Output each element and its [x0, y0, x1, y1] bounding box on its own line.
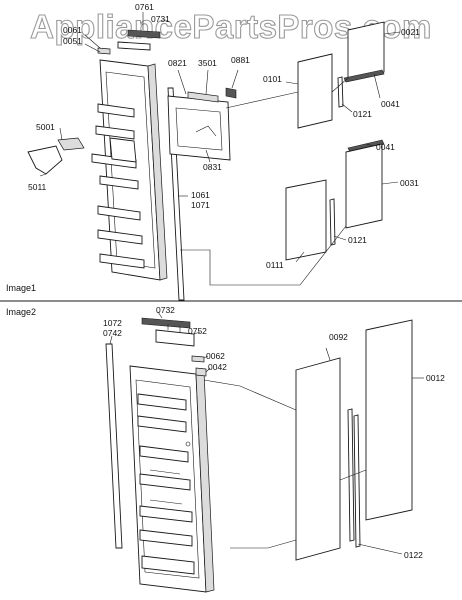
label-0122: 0122 [404, 550, 423, 560]
explosion-line-2 [225, 91, 299, 109]
label-0731: 0731 [151, 14, 170, 24]
part-5001 [57, 137, 85, 151]
part-0122-strip [347, 408, 355, 542]
label-0061: 0061 [63, 25, 82, 35]
label-0042: 0042 [208, 362, 227, 372]
label-0121-b: 0121 [348, 235, 367, 245]
explosion-line-1 [180, 225, 347, 286]
part-0761-hinge [127, 29, 161, 39]
part-5011 [27, 145, 63, 175]
label-0742: 0742 [103, 328, 122, 338]
label-0041-b: 0041 [376, 142, 395, 152]
label-0012: 0012 [426, 373, 445, 383]
label-0062: 0062 [206, 351, 225, 361]
label-0101: 0101 [263, 74, 282, 84]
section-label-image2: Image2 [6, 307, 36, 317]
section-label-image1: Image1 [6, 283, 36, 293]
label-1072: 1072 [103, 318, 122, 328]
part-labels: 0761 0731 0061 0051 0821 3501 0881 0101 … [28, 2, 445, 560]
label-0881: 0881 [231, 55, 250, 65]
explosion-line-5 [230, 539, 297, 549]
label-1061: 1061 [191, 190, 210, 200]
label-0831: 0831 [203, 162, 222, 172]
explosion-line-3 [331, 77, 349, 93]
part-0122-strip-2 [353, 414, 361, 548]
part-0101-panel [297, 53, 333, 129]
part-0061 [97, 47, 111, 55]
part-0012-panel [365, 319, 413, 521]
part-0021-panel [347, 21, 385, 81]
part-0042 [195, 367, 207, 377]
part-0041-trim-2 [347, 139, 385, 153]
label-0111: 0111 [266, 260, 284, 270]
label-0761: 0761 [135, 2, 154, 12]
label-0121-a: 0121 [353, 109, 372, 119]
part-0752-cover [155, 329, 195, 347]
explosion-line-4 [203, 379, 297, 411]
label-1071: 1071 [191, 200, 210, 210]
dispenser-panel [167, 69, 239, 163]
label-0732: 0732 [156, 305, 175, 315]
label-0041-a: 0041 [381, 99, 400, 109]
part-0111-panel [285, 179, 327, 261]
part-0732-hinge [141, 317, 191, 329]
label-0021: 0021 [401, 27, 420, 37]
label-0031: 0031 [400, 178, 419, 188]
label-3501: 3501 [198, 58, 217, 68]
fresh-food-door [129, 365, 215, 593]
part-0121-strip-2 [329, 198, 336, 246]
part-0731-cover [117, 41, 151, 51]
label-0092: 0092 [329, 332, 348, 342]
explosion-line-6 [339, 469, 367, 481]
label-5011: 5011 [28, 182, 47, 192]
part-0121-strip [337, 76, 344, 108]
part-0092-panel [295, 357, 341, 561]
part-0062 [191, 355, 205, 363]
label-0051: 0051 [63, 36, 82, 46]
part-0031-panel [345, 143, 383, 229]
label-0821: 0821 [168, 58, 187, 68]
label-0752: 0752 [188, 326, 207, 336]
label-5001: 5001 [36, 122, 55, 132]
freezer-door-1 [91, 59, 168, 281]
part-1072-gasket [105, 343, 123, 549]
